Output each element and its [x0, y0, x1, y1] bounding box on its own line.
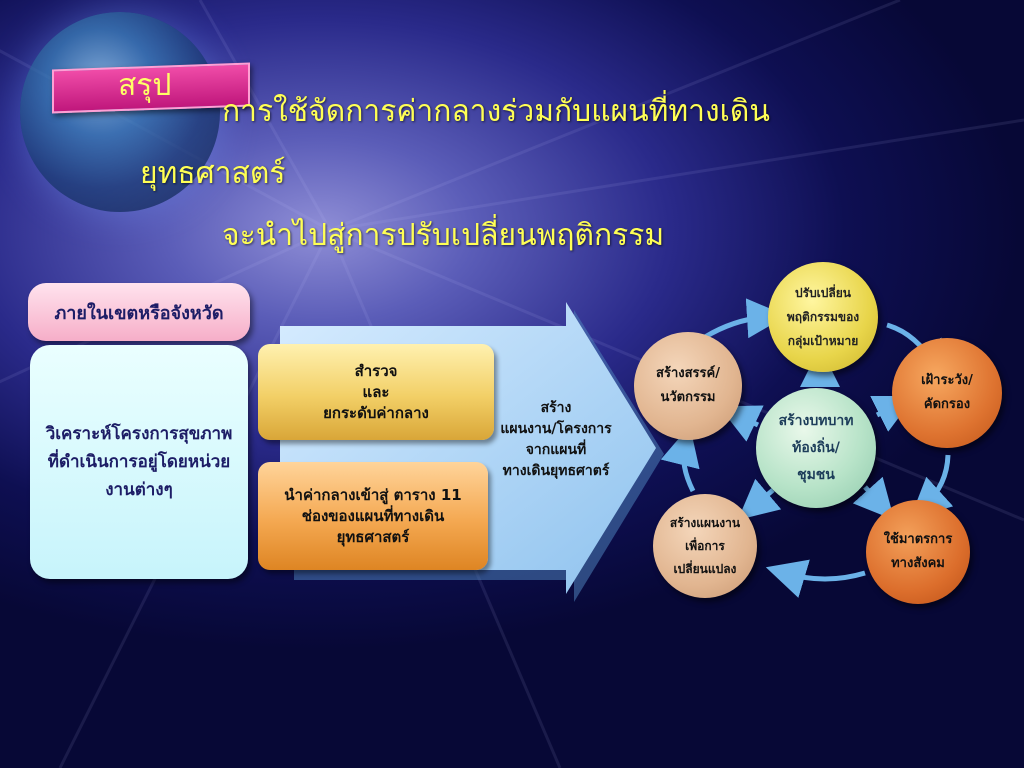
- title-line-2: ยุทธศาสตร์: [140, 156, 286, 191]
- survey-box: สำรวจ และ ยกระดับค่ากลาง: [258, 344, 494, 440]
- survey-line: และ: [362, 382, 390, 401]
- cycle-node-screening: เฝ้าระวัง/ คัดกรอง: [892, 338, 1002, 448]
- arrow-label-line: แผนงาน/โครงการ: [500, 421, 612, 437]
- survey-line: สำรวจ: [354, 361, 398, 380]
- node-line: ชุมชน: [797, 466, 835, 483]
- node-line: ใช้มาตรการ: [883, 532, 953, 547]
- node-line: พฤติกรรมของ: [786, 310, 860, 324]
- node-line: สร้างบทบาท: [778, 412, 854, 429]
- table-entry-line: ยุทธศาสตร์: [336, 527, 410, 546]
- node-line: เฝ้าระวัง/: [921, 373, 973, 388]
- area-label-box: ภายในเขตหรือจังหวัด: [28, 283, 250, 341]
- analysis-line: ที่ดำเนินการอยู่โดยหน่วย: [47, 452, 231, 472]
- table-entry-line: นำค่ากลางเข้าสู่ ตาราง 11: [284, 485, 462, 504]
- node-line: สร้างสรรค์/: [656, 366, 720, 381]
- survey-line: ยกระดับค่ากลาง: [323, 403, 429, 422]
- node-line: สร้างแผนงาน: [669, 515, 741, 530]
- cycle-node-change-plan: สร้างแผนงาน เพื่อการ เปลี่ยนแปลง: [653, 494, 757, 598]
- node-line: กลุ่มเป้าหมาย: [787, 334, 859, 348]
- analysis-box: วิเคราะห์โครงการสุขภาพ ที่ดำเนินการอยู่โ…: [30, 345, 248, 579]
- node-line: นวัตกรรม: [660, 390, 716, 405]
- summary-tag-label: สรุป: [118, 68, 172, 103]
- node-line: เปลี่ยนแปลง: [673, 561, 737, 576]
- arrow-label-line: ทางเดินยุทธศาตร์: [502, 463, 610, 479]
- analysis-line: งานต่างๆ: [105, 480, 173, 500]
- analysis-text: วิเคราะห์โครงการสุขภาพ ที่ดำเนินการอยู่โ…: [46, 420, 233, 504]
- node-line: ปรับเปลี่ยน: [795, 286, 851, 300]
- node-line: เพื่อการ: [685, 538, 725, 553]
- arrow-label-line: สร้าง: [540, 400, 572, 416]
- table-entry-box: นำค่ากลางเข้าสู่ ตาราง 11 ช่องของแผนที่ท…: [258, 462, 488, 570]
- cycle-node-behavior-change: ปรับเปลี่ยน พฤติกรรมของ กลุ่มเป้าหมาย: [768, 262, 878, 372]
- analysis-line: วิเคราะห์โครงการสุขภาพ: [45, 424, 233, 444]
- cycle-node-social-measures: ใช้มาตรการ ทางสังคม: [866, 500, 970, 604]
- title-line-1: การใช้จัดการค่ากลางร่วมกับแผนที่ทางเดิน: [222, 94, 770, 129]
- node-line: ทางสังคม: [891, 556, 945, 571]
- cycle-node-innovation: สร้างสรรค์/ นวัตกรรม: [634, 332, 742, 440]
- arrow-label: สร้าง แผนงาน/โครงการ จากแผนที่ ทางเดินยุ…: [494, 398, 618, 482]
- cycle-node-community-role: สร้างบทบาท ท้องถิ่น/ ชุมชน: [756, 388, 876, 508]
- table-entry-line: ช่องของแผนที่ทางเดิน: [301, 506, 445, 525]
- title-line-3: จะนำไปสู่การปรับเปลี่ยนพฤติกรรม: [222, 218, 665, 253]
- area-label: ภายในเขตหรือจังหวัด: [54, 302, 224, 324]
- node-line: คัดกรอง: [923, 397, 971, 412]
- node-line: ท้องถิ่น/: [792, 439, 840, 456]
- arrow-label-line: จากแผนที่: [525, 442, 587, 458]
